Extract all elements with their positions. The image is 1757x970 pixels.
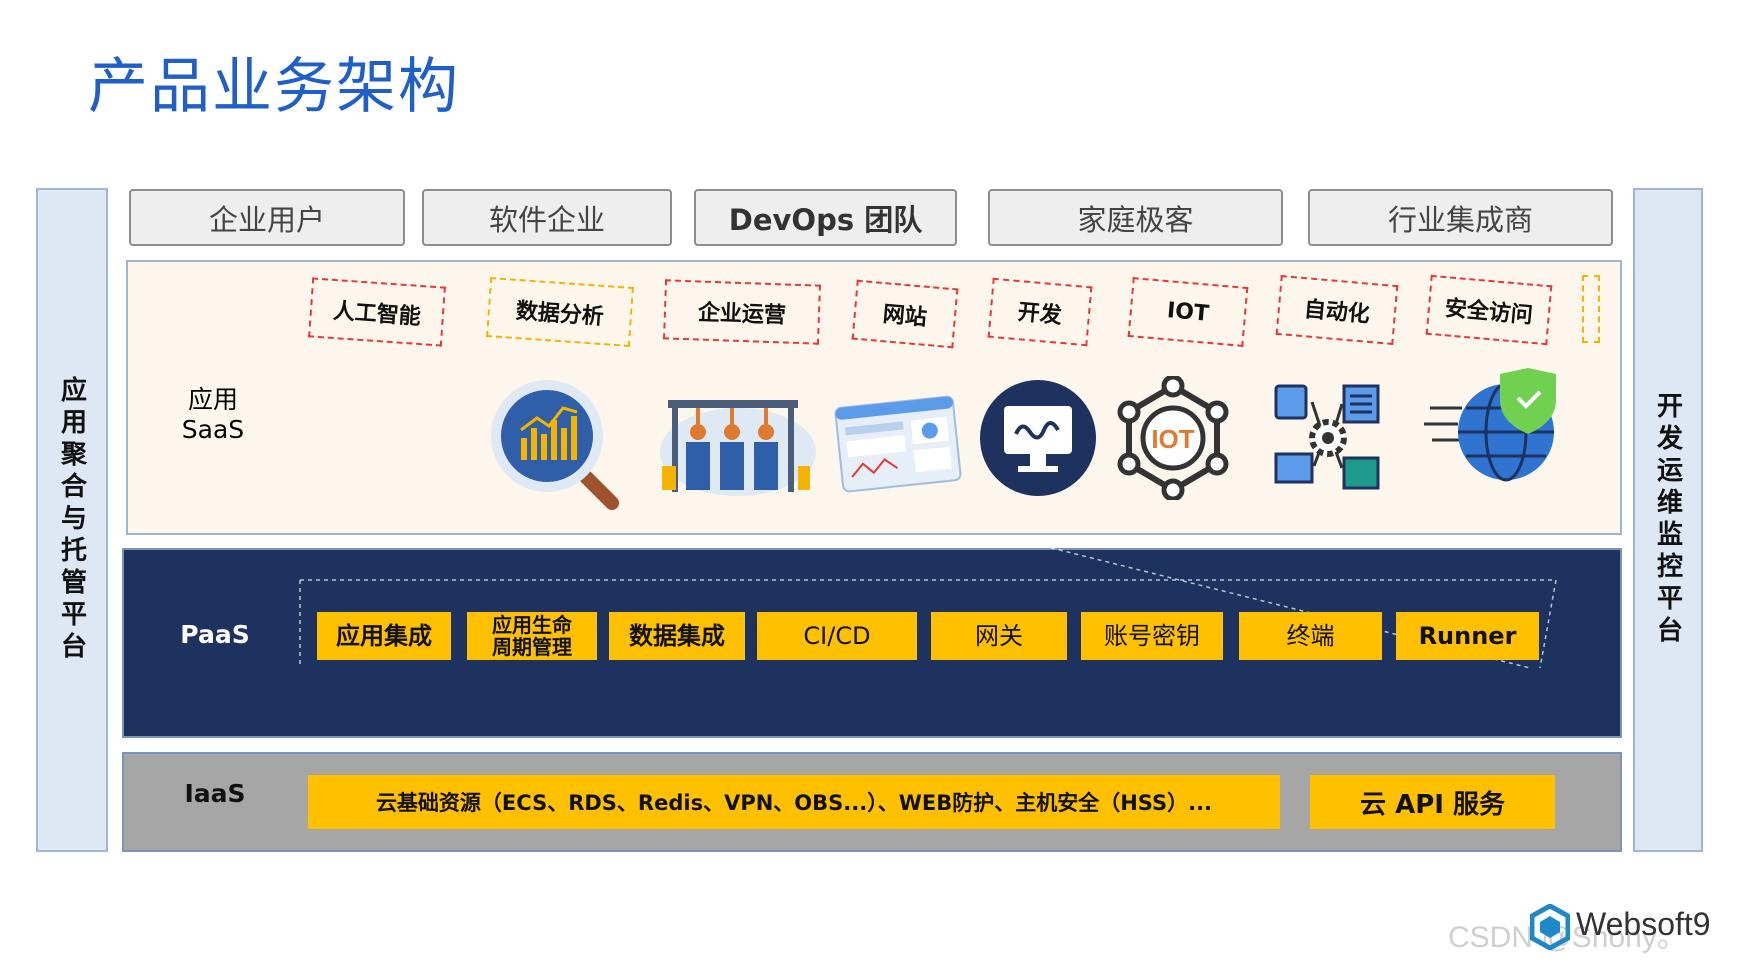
iot-network-icon: IOT [1117,376,1229,500]
dev-monitor-icon [980,380,1096,496]
tag-data-analysis: 数据分析 [486,277,634,347]
user-devops-team: DevOps 团队 [694,189,957,246]
paas-terminal: 终端 [1239,612,1382,660]
tag-website: 网站 [851,279,959,349]
paas-dashed-outline [299,540,1557,669]
paas-app-lifecycle-line1: 应用生命 [492,613,572,637]
websoft9-logo-text: Websoft9 [1576,906,1711,942]
right-sidebar: 开发运维监控平台 [1633,188,1703,852]
web-dashboard-icon [834,395,962,493]
paas-runner: Runner [1396,612,1539,660]
page-title: 产品业务架构 [88,52,460,122]
saas-label-line2: SaaS [181,415,245,444]
right-sidebar-label: 开发运维监控平台 [1652,392,1683,648]
user-home-geek: 家庭极客 [988,189,1283,246]
paas-app-lifecycle: 应用生命 周期管理 [467,612,597,660]
tag-iot: IOT [1127,277,1249,347]
paas-account-keys: 账号密钥 [1081,612,1223,660]
paas-data-integration: 数据集成 [609,612,745,660]
left-sidebar-label: 应用聚合与托管平台 [56,376,87,664]
tag-automation: 自动化 [1275,274,1399,346]
left-sidebar: 应用聚合与托管平台 [36,188,108,852]
tag-enterprise-ops: 企业运营 [663,279,821,345]
iaas-label: IaaS [184,779,246,808]
secure-globe-icon [1424,368,1556,482]
user-software-company: 软件企业 [422,189,672,246]
tag-ai: 人工智能 [308,277,446,347]
magnifier-chart-icon [491,380,619,510]
paas-gateway: 网关 [931,612,1067,660]
websoft9-logo-icon [1530,904,1570,950]
user-industry-integrator: 行业集成商 [1308,189,1613,246]
user-enterprise: 企业用户 [129,189,405,246]
iot-icon-text: IOT [1151,424,1194,454]
factory-robots-icon [660,400,816,496]
tag-partial [1582,275,1600,343]
paas-label: PaaS [180,620,250,649]
paas-app-integration: 应用集成 [317,612,451,660]
paas-cicd: CI/CD [757,612,917,660]
paas-app-lifecycle-line2: 周期管理 [492,635,572,659]
automation-gears-icon [1274,384,1380,490]
saas-label-line1: 应用 [187,385,238,414]
iaas-cloud-resources: 云基础资源（ECS、RDS、Redis、VPN、OBS...）、WEB防护、主机… [308,775,1280,829]
tag-secure-access: 安全访问 [1425,274,1553,346]
iaas-cloud-api: 云 API 服务 [1310,775,1555,829]
tag-development: 开发 [987,277,1093,347]
saas-label: 应用 SaaS [168,385,258,445]
